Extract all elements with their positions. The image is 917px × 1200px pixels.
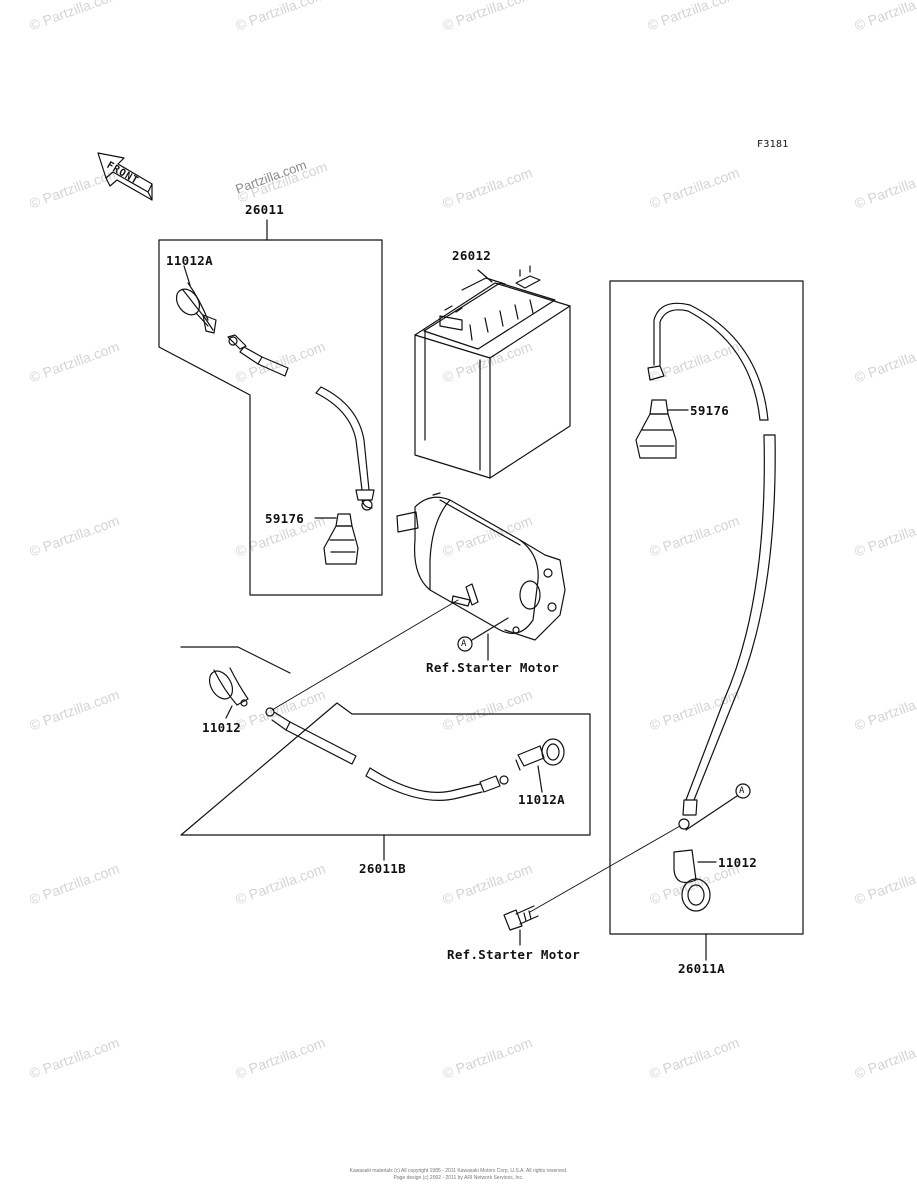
cable-26011A-frame	[609, 280, 804, 935]
battery-cable-terminal	[227, 334, 289, 377]
connector-a-lower-label: A	[739, 786, 745, 796]
battery-cable-26011A	[647, 302, 776, 830]
part-label-11012A-top[interactable]: 11012A	[166, 253, 213, 268]
starter-bolt	[503, 905, 539, 946]
part-label-26011[interactable]: 26011	[245, 202, 285, 217]
cable-26011B-frame	[180, 646, 591, 836]
terminal-cap-11012A-top	[175, 282, 217, 334]
part-label-11012-right[interactable]: 11012	[718, 855, 758, 870]
connector-a-lower	[529, 783, 751, 913]
part-label-26011B[interactable]: 26011B	[359, 861, 406, 876]
connector-a-upper	[457, 617, 509, 652]
ref-starter-motor-lower[interactable]: Ref.Starter Motor	[447, 947, 581, 962]
terminal-cap-11012-left	[208, 667, 249, 719]
terminal-cap-11012A-bottom	[515, 738, 565, 793]
connector-a-upper-label: A	[461, 639, 467, 649]
footer-page-design: Page design (c) 2002 - 2011 by ARI Netwo…	[393, 1175, 524, 1181]
battery-cable-26011	[315, 386, 375, 511]
battery-cable-26011B	[265, 707, 509, 801]
ref-starter-motor-upper[interactable]: Ref.Starter Motor	[426, 660, 560, 675]
terminal-cap-11012-right	[673, 849, 717, 912]
part-label-26012[interactable]: 26012	[452, 248, 492, 263]
part-label-11012A-bottom[interactable]: 11012A	[518, 792, 565, 807]
part-label-59176-right[interactable]: 59176	[690, 403, 730, 418]
rubber-boot-59176-right	[635, 399, 689, 459]
front-arrow-icon	[97, 152, 153, 201]
rubber-boot-59176-left	[314, 513, 359, 565]
part-label-59176-left[interactable]: 59176	[265, 511, 305, 526]
harness-26011-frame	[158, 239, 383, 596]
figure-code: F3181	[757, 139, 789, 150]
starter-motor	[396, 492, 566, 641]
part-label-26011A[interactable]: 26011A	[678, 961, 725, 976]
battery-26012	[414, 265, 571, 479]
footer-copyright: Kawasaki materials (c) All copyright 198…	[349, 1168, 568, 1174]
part-label-11012-left[interactable]: 11012	[202, 720, 242, 735]
